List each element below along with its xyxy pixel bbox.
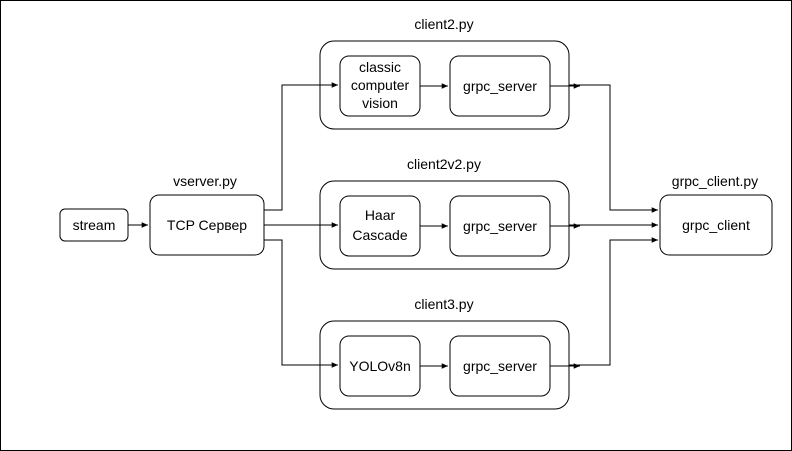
tcp-server-label: TCP Сервер xyxy=(167,217,247,233)
yolov8n-label: YOLOv8n xyxy=(349,358,410,374)
vserver-title: vserver.py xyxy=(173,173,237,189)
classic-cv-label-line3: vision xyxy=(362,95,398,111)
grpc-client-box xyxy=(659,194,773,256)
grpc-client-label: grpc_client xyxy=(682,217,750,233)
classic-cv-label-line2: computer xyxy=(351,77,410,93)
client2v2-grpc-server-label: grpc_server xyxy=(463,218,537,234)
haar-cascade-label-line2: Cascade xyxy=(352,227,407,243)
classic-cv-label-line1: classic xyxy=(359,59,401,75)
client3-grpc-server-label: grpc_server xyxy=(463,358,537,374)
grpc-client-title: grpc_client.py xyxy=(672,173,758,189)
client2v2-title: client2v2.py xyxy=(407,156,481,172)
haar-cascade-box xyxy=(339,195,421,257)
haar-cascade-label-line1: Haar xyxy=(365,207,396,223)
client2-grpc-server-label: grpc_server xyxy=(463,78,537,94)
client2-to-grpc-client-arrow xyxy=(569,84,658,213)
client3-to-grpc-client-arrow xyxy=(569,237,658,366)
stream-label: stream xyxy=(73,217,116,233)
tcp-to-client2-arrow xyxy=(264,82,338,211)
client3-title: client3.py xyxy=(414,296,473,312)
tcp-to-client3-arrow xyxy=(264,239,338,368)
client2-title: client2.py xyxy=(414,16,473,32)
